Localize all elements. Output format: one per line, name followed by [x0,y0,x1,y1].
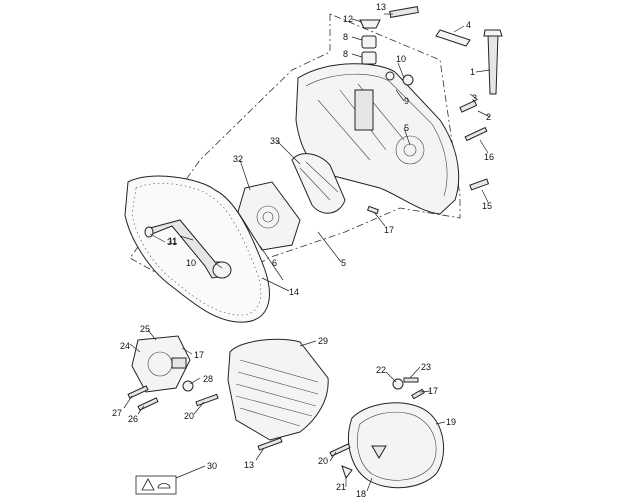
callout-label: 32 [233,154,243,164]
callout-label: 22 [376,365,386,375]
callout-label: 17 [194,350,204,360]
callout-label: 27 [112,408,122,418]
leader-lines [123,13,491,492]
pump-cover-part [131,335,191,393]
callout-labels: 13 12 8 8 4 1 10 9 3 2 5 16 15 17 5 33 3… [112,2,494,499]
callout-label: 11 [168,236,177,246]
cover-plate-part [237,181,301,251]
callout-label: 2 [486,112,491,122]
finned-cover-part [227,338,329,441]
callout-label: 18 [356,489,366,499]
callout-label: 8 [343,49,348,59]
callout-label: 21 [336,482,346,492]
callout-label: 30 [207,461,217,471]
callout-label: 20 [184,411,194,421]
callout-label: 28 [203,374,213,384]
oil-guide-part [291,153,346,214]
callout-label: 17 [384,225,394,235]
dipstick-part [487,33,499,95]
callout-label: 33 [270,136,280,146]
callout-label: 8 [343,32,348,42]
callout-label: 10 [186,258,196,268]
callout-label: 6 [272,258,277,268]
callout-label: 14 [289,287,299,297]
warning-label-part [135,475,177,495]
callout-label: 1 [470,67,475,77]
callout-label: 16 [484,152,494,162]
callout-label: 15 [482,201,492,211]
callout-label: 5 [341,258,346,268]
callout-label: 29 [318,336,328,346]
callout-label: 12 [343,14,353,24]
callout-label: 9 [404,96,409,106]
callout-label: 3 [472,93,477,103]
callout-label: 19 [446,417,456,427]
callout-label: 26 [128,414,138,424]
callout-label: 5 [404,123,409,133]
clutch-cover-part [348,402,445,489]
callout-label: 13 [244,460,254,470]
callout-label: 10 [396,54,406,64]
callout-label: 20 [318,456,328,466]
callout-label: 31 [167,237,177,247]
callout-label: 13 [376,2,386,12]
callout-label: 23 [421,362,431,372]
callout-label: 24 [120,341,130,351]
clip-part [435,29,471,47]
callout-label: 25 [140,324,150,334]
callout-label: 4 [466,20,471,30]
callout-label: 17 [428,386,438,396]
